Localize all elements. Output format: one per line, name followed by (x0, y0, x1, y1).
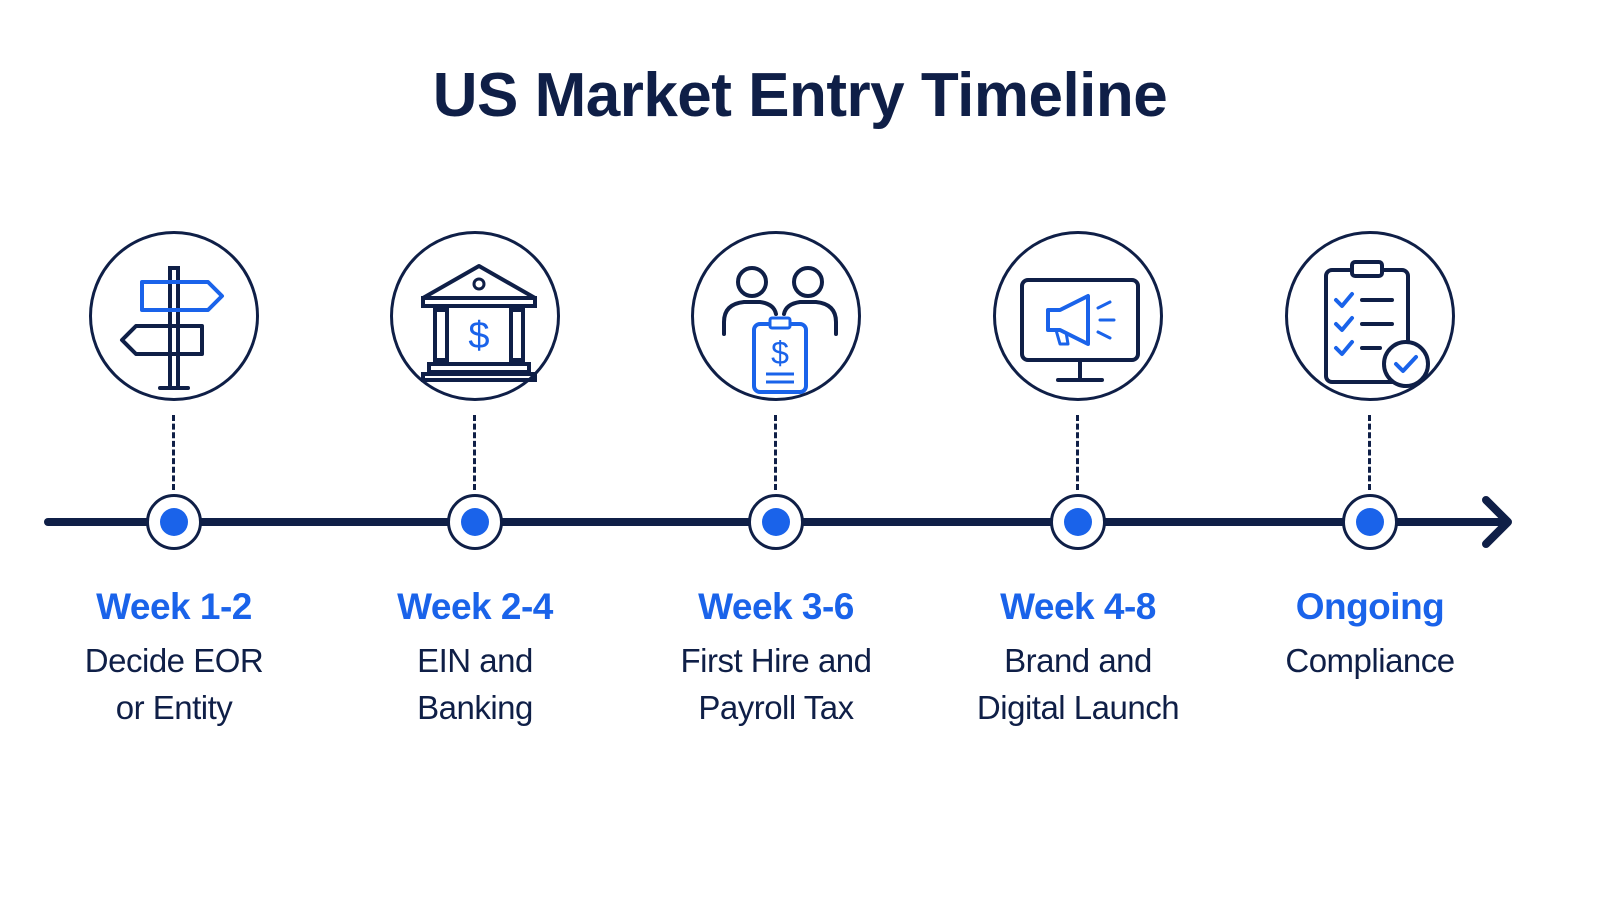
milestone-3-period: Week 3-6 (698, 586, 854, 627)
milestone-4-node (1050, 494, 1106, 550)
milestone-1-period: Week 1-2 (96, 586, 252, 627)
milestone-4-period: Week 4-8 (1000, 586, 1156, 627)
milestone-2-connector (473, 415, 476, 490)
milestone-3-connector (774, 415, 777, 490)
milestone-4-icon-circle (993, 231, 1163, 401)
milestone-3-node (748, 494, 804, 550)
milestone-1-node-dot (160, 508, 188, 536)
milestone-5-description: Compliance (1285, 642, 1455, 679)
milestone-5-node (1342, 494, 1398, 550)
milestone-4-node-dot (1064, 508, 1092, 536)
milestone-1-node (146, 494, 202, 550)
milestone-5-node-dot (1356, 508, 1384, 536)
milestone-1-icon-circle (89, 231, 259, 401)
milestone-2-node-dot (461, 508, 489, 536)
milestone-3-node-dot (762, 508, 790, 536)
milestone-5-label: Ongoing Compliance (1240, 585, 1500, 684)
milestone-5-connector (1368, 415, 1371, 490)
svg-text:$: $ (771, 335, 789, 371)
signpost-icon (120, 266, 224, 390)
hire-payroll-icon: $ (722, 266, 838, 394)
page-title: US Market Entry Timeline (432, 61, 1168, 130)
svg-text:$: $ (468, 315, 489, 357)
bank-icon: $ (421, 264, 537, 382)
compliance-checklist-icon (1324, 260, 1430, 388)
milestone-2-node (447, 494, 503, 550)
milestone-2-icon-circle: $ (390, 231, 560, 401)
milestone-5-icon-circle (1285, 231, 1455, 401)
arrow-head-icon (1482, 496, 1512, 548)
milestone-4-connector (1076, 415, 1079, 490)
milestone-1-connector (172, 415, 175, 490)
milestone-5-period: Ongoing (1295, 586, 1445, 627)
digital-launch-icon (1020, 278, 1140, 382)
milestone-2-period: Week 2-4 (397, 586, 553, 627)
milestone-3-icon-circle: $ (691, 231, 861, 401)
